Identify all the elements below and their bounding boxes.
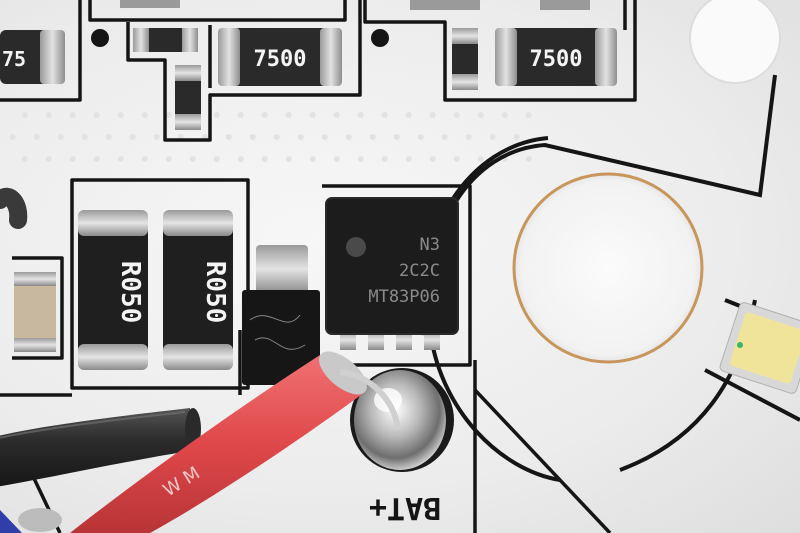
board-dot bbox=[153, 134, 160, 140]
board-dot bbox=[273, 134, 280, 140]
board-dot bbox=[513, 134, 520, 140]
mosfet-chip: N3 2C2C MT83P06 bbox=[325, 197, 459, 350]
resistor-r050-right: R050 bbox=[163, 210, 233, 370]
board-dot-pattern bbox=[9, 112, 532, 162]
resistor-label-7500-left: 7500 bbox=[254, 47, 307, 72]
board-dot bbox=[141, 112, 148, 118]
board-dot bbox=[297, 134, 304, 140]
board-dot bbox=[417, 134, 424, 140]
board-dot bbox=[453, 156, 460, 162]
resistor-7500-left: 7500 bbox=[218, 28, 342, 86]
board-dot bbox=[117, 156, 124, 162]
board-dot bbox=[33, 134, 40, 140]
board-dot bbox=[405, 112, 412, 118]
board-dot bbox=[141, 156, 148, 162]
board-dot bbox=[81, 134, 88, 140]
board-dot bbox=[21, 156, 28, 162]
board-dot bbox=[333, 112, 340, 118]
blue-wire bbox=[0, 510, 22, 533]
board-dot bbox=[405, 156, 412, 162]
board-dot bbox=[465, 134, 472, 140]
board-dot bbox=[249, 134, 256, 140]
resistor-label-r050-right: R050 bbox=[200, 261, 230, 324]
board-dot bbox=[165, 156, 172, 162]
board-dot bbox=[165, 112, 172, 118]
resistor-label-r050-left: R050 bbox=[115, 261, 145, 324]
board-dot bbox=[261, 112, 268, 118]
board-dot bbox=[429, 112, 436, 118]
led-component bbox=[719, 302, 800, 394]
board-dot bbox=[117, 112, 124, 118]
board-dot bbox=[105, 134, 112, 140]
board-dot bbox=[309, 112, 316, 118]
board-dot bbox=[429, 156, 436, 162]
board-dot bbox=[45, 112, 52, 118]
black-wire bbox=[0, 187, 201, 487]
board-dot bbox=[261, 156, 268, 162]
board-dot bbox=[69, 112, 76, 118]
board-dot bbox=[213, 112, 220, 118]
small-smd-components bbox=[91, 0, 590, 130]
board-dot bbox=[369, 134, 376, 140]
board-dot bbox=[309, 156, 316, 162]
board-dot bbox=[489, 134, 496, 140]
top-pad bbox=[689, 0, 781, 84]
chip-marking-line1: N3 bbox=[420, 235, 440, 255]
board-dot bbox=[285, 112, 292, 118]
board-dot bbox=[9, 134, 16, 140]
board-dot bbox=[525, 156, 532, 162]
board-dot bbox=[225, 134, 232, 140]
board-dot bbox=[213, 156, 220, 162]
board-dot bbox=[57, 134, 64, 140]
board-dot bbox=[525, 112, 532, 118]
board-dot bbox=[285, 156, 292, 162]
solder-joint-bat bbox=[350, 368, 454, 472]
board-dot bbox=[21, 112, 28, 118]
board-dot bbox=[381, 112, 388, 118]
chip-marking-line2: 2C2C bbox=[399, 261, 440, 281]
board-dot bbox=[237, 112, 244, 118]
board-dot bbox=[321, 134, 328, 140]
board-dot bbox=[237, 156, 244, 162]
resistor-r050-left: R050 bbox=[78, 210, 148, 370]
board-dot bbox=[477, 156, 484, 162]
board-dot bbox=[189, 156, 196, 162]
board-dot bbox=[129, 134, 136, 140]
svg-text:75: 75 bbox=[2, 47, 26, 71]
silkscreen-bat-label: BAT+ bbox=[369, 490, 441, 525]
board-dot bbox=[453, 112, 460, 118]
board-dot bbox=[93, 112, 100, 118]
board-dot bbox=[345, 134, 352, 140]
board-dot bbox=[45, 156, 52, 162]
resistor-7500-right: 7500 bbox=[495, 28, 617, 86]
resistor-label-7500-right: 7500 bbox=[530, 47, 583, 72]
chip-marking-line3: MT83P06 bbox=[368, 287, 440, 307]
board-dot bbox=[381, 156, 388, 162]
resistor-partial-left: 75 bbox=[0, 30, 65, 84]
diode-component bbox=[242, 245, 320, 385]
board-dot bbox=[501, 112, 508, 118]
board-dot bbox=[357, 112, 364, 118]
board-dot bbox=[357, 156, 364, 162]
board-dot bbox=[441, 134, 448, 140]
copper-ring-pad bbox=[512, 172, 704, 364]
wire-terminal bbox=[18, 508, 62, 532]
board-dot bbox=[333, 156, 340, 162]
red-wire: W M bbox=[70, 351, 401, 533]
board-dot bbox=[93, 156, 100, 162]
board-dot bbox=[69, 156, 76, 162]
capacitor-beige bbox=[14, 272, 56, 352]
board-dot bbox=[477, 112, 484, 118]
board-dot bbox=[393, 134, 400, 140]
